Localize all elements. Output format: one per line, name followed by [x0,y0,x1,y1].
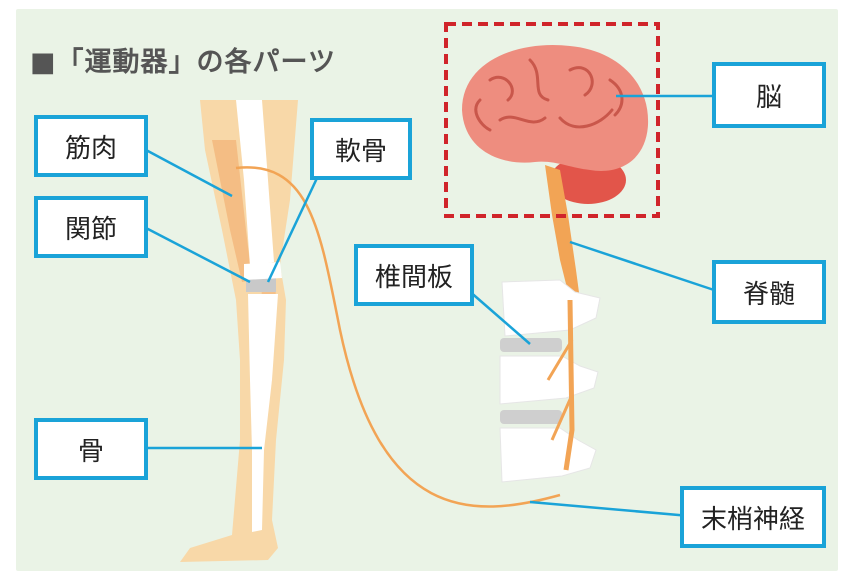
peripheral-nerve [235,166,561,508]
label-joint: 関節 [34,196,148,258]
leg-muscle-inner [212,140,252,282]
label-cartilage: 軟骨 [310,118,412,180]
brain-folds [474,58,624,132]
spine-discs [500,338,562,424]
femur [236,100,274,266]
label-bone: 骨 [34,418,148,480]
label-brain: 脳 [712,62,826,128]
spine-vertebrae [499,279,601,483]
brain-cerebrum [462,44,649,171]
spinal-nerve-branch [546,339,574,441]
knee-cartilage [246,278,276,292]
label-muscle: 筋肉 [34,115,148,177]
leader-lines [145,94,715,518]
label-intervertebral-disc: 椎間板 [354,244,474,306]
label-peripheral-nerve: 末梢神経 [680,486,826,548]
diagram-title: ■「運動器」の各パーツ [30,47,336,78]
tibia [248,294,278,532]
knee-joint [244,262,282,280]
label-spinal-cord: 脊髄 [712,260,826,324]
spinal-cord [545,165,580,300]
brain-highlight-box [444,22,660,218]
